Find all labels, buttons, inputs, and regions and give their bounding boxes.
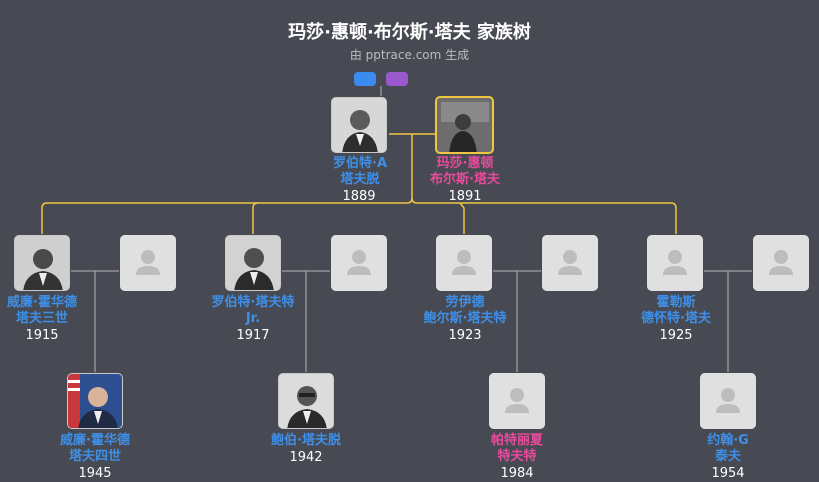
martha-photo[interactable] [435,96,494,154]
patricia-placeholder[interactable] [489,373,545,429]
william4-photo[interactable] [67,373,123,429]
william4-year: 1945 [78,466,112,481]
page-subtitle: 由 pptrace.com 生成 [349,48,470,62]
bob-name[interactable]: 鲍伯·塔夫脱 [271,433,341,448]
martha-year: 1891 [448,189,482,204]
horace-year: 1925 [659,328,693,343]
william4-name[interactable]: 威廉·霍华德塔夫四世 [60,433,130,464]
william3-year: 1915 [25,328,59,343]
bob-year: 1942 [289,450,323,465]
horace-spouse-placeholder[interactable] [753,235,809,291]
william3-photo[interactable] [14,235,70,291]
patricia-year: 1984 [500,466,534,481]
john-placeholder[interactable] [700,373,756,429]
lloyd-placeholder[interactable] [436,235,492,291]
robert-jr-photo[interactable] [225,235,281,291]
horace-name[interactable]: 霍勒斯德怀特·塔夫 [641,295,711,326]
male-filter-toggle[interactable] [354,72,376,86]
robert-a-year: 1889 [342,189,376,204]
lloyd-year: 1923 [448,328,482,343]
john-year: 1954 [711,466,745,481]
lloyd-spouse-placeholder[interactable] [542,235,598,291]
william3-name[interactable]: 威廉·霍华德塔夫三世 [7,295,77,326]
horace-placeholder[interactable] [647,235,703,291]
page-title: 玛莎·惠顿·布尔斯·塔夫 家族树 [288,22,531,43]
bob-photo[interactable] [278,373,334,429]
female-filter-toggle[interactable] [386,72,408,86]
robert-jr-spouse-placeholder[interactable] [331,235,387,291]
martha-name[interactable]: 玛莎·惠顿布尔斯·塔夫 [430,156,500,187]
robert-jr-year: 1917 [236,328,270,343]
william3-spouse-placeholder[interactable] [120,235,176,291]
patricia-name[interactable]: 帕特丽夏特夫特 [490,433,543,464]
lloyd-name[interactable]: 劳伊德鲍尔斯·塔夫特 [423,295,507,326]
robert-a-photo[interactable] [331,97,387,153]
